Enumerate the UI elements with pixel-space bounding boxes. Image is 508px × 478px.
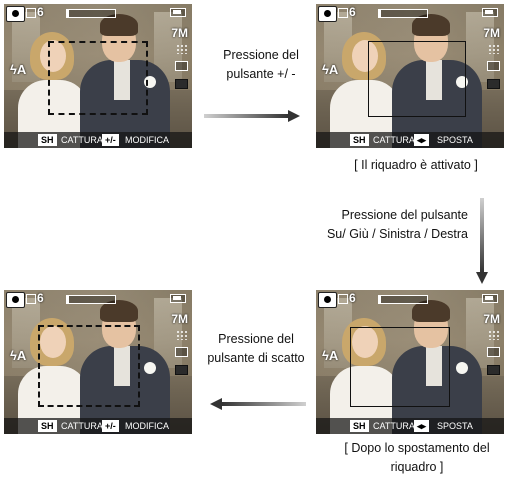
step1-caption-line1: Pressione del [223, 48, 299, 62]
battery-icon [482, 294, 498, 303]
shot-count: 6 [37, 5, 44, 19]
bottom-help-bar: SH CATTURA +/- MODIFICA [4, 418, 192, 434]
bride-face [40, 40, 66, 72]
status-active-caption: [ Il riquadro è attivato ] [354, 158, 478, 172]
resolution-indicator: 7M [483, 26, 500, 40]
shot-count-icon [26, 294, 36, 304]
capture-label: CATTURA [61, 421, 103, 431]
arrow-down-icon [476, 198, 488, 284]
bottom-help-bar: SH CATTURA +/- MODIFICA [4, 132, 192, 148]
metering-icon [487, 347, 500, 357]
status-moved-caption-line1: [ Dopo lo spostamento del [344, 441, 490, 455]
camera-mode-icon [318, 6, 337, 22]
groom-hair [100, 14, 138, 36]
shot-count: 6 [349, 291, 356, 305]
shot-count: 6 [349, 5, 356, 19]
groom-shirt [426, 346, 442, 386]
flash-auto-icon: ϟA [10, 62, 27, 77]
quality-icon [488, 44, 500, 54]
white-balance-icon [487, 365, 500, 375]
bride-face [352, 326, 378, 358]
camera-screen-initial: 6 7M ϟA SH CATTURA +/- MODIFICA [4, 4, 192, 148]
direction-key-label: ◂▸ [414, 420, 430, 432]
groom-shirt [426, 60, 442, 100]
quality-icon [176, 330, 188, 340]
bottom-help-bar: SH CATTURA ◂▸ SPOSTA [316, 418, 504, 434]
white-balance-icon [175, 79, 188, 89]
step1-caption: Pressione del pulsante +/ - [206, 46, 316, 84]
shot-count-icon [26, 8, 36, 18]
capture-label: CATTURA [373, 135, 415, 145]
metering-icon [487, 61, 500, 71]
step2-caption: Pressione del pulsante Su/ Giù / Sinistr… [300, 206, 468, 244]
status-moved-caption-line2: riquadro ] [390, 460, 444, 474]
groom-hair [100, 300, 138, 322]
edit-label: MODIFICA [125, 135, 169, 145]
capture-label: CATTURA [373, 421, 415, 431]
bride-face [40, 326, 66, 358]
move-label: SPOSTA [437, 421, 473, 431]
zoom-bar [378, 295, 428, 304]
shot-count-icon [338, 294, 348, 304]
move-label: SPOSTA [437, 135, 473, 145]
camera-mode-icon [6, 292, 25, 308]
metering-icon [175, 61, 188, 71]
quality-icon [488, 330, 500, 340]
camera-screen-frame-set: 6 7M ϟA SH CATTURA +/- MODIFICA [4, 290, 192, 434]
step2-caption-line1: Pressione del pulsante [341, 208, 468, 222]
battery-icon [170, 294, 186, 303]
focus-frame [38, 325, 140, 407]
boutonniere [144, 362, 156, 374]
shutter-key-label: SH [350, 420, 369, 432]
camera-mode-icon [318, 292, 337, 308]
shutter-key-label: SH [350, 134, 369, 146]
zoom-bar [66, 9, 116, 18]
step3-caption-line1: Pressione del [218, 332, 294, 346]
quality-icon [176, 44, 188, 54]
camera-mode-icon [6, 6, 25, 22]
arrow-right-icon [204, 110, 300, 122]
focus-frame [368, 41, 466, 117]
plus-minus-key-label: +/- [102, 134, 119, 146]
step1-caption-line2: pulsante +/ - [226, 67, 296, 81]
groom-shirt [114, 346, 130, 386]
plus-minus-key-label: +/- [102, 420, 119, 432]
step3-caption: Pressione del pulsante di scatto [196, 330, 316, 368]
groom-hair [412, 14, 450, 36]
bottom-help-bar: SH CATTURA ◂▸ SPOSTA [316, 132, 504, 148]
white-balance-icon [175, 365, 188, 375]
shot-count: 6 [37, 291, 44, 305]
battery-icon [170, 8, 186, 17]
focus-frame [48, 41, 148, 115]
shutter-key-label: SH [38, 134, 57, 146]
groom-shirt [114, 60, 130, 100]
status-moved-caption: [ Dopo lo spostamento del riquadro ] [326, 439, 508, 477]
resolution-indicator: 7M [171, 312, 188, 326]
edit-label: MODIFICA [125, 421, 169, 431]
white-balance-icon [487, 79, 500, 89]
flash-auto-icon: ϟA [322, 62, 339, 77]
focus-frame [350, 327, 450, 407]
shutter-key-label: SH [38, 420, 57, 432]
zoom-bar [378, 9, 428, 18]
step2-caption-line2: Su/ Giù / Sinistra / Destra [326, 227, 468, 241]
resolution-indicator: 7M [171, 26, 188, 40]
flash-auto-icon: ϟA [322, 348, 339, 363]
groom-hair [412, 300, 450, 322]
camera-screen-frame-moved: 6 7M ϟA SH CATTURA ◂▸ SPOSTA [316, 290, 504, 434]
flash-auto-icon: ϟA [10, 348, 27, 363]
step3-caption-line2: pulsante di scatto [207, 351, 305, 365]
zoom-bar [66, 295, 116, 304]
resolution-indicator: 7M [483, 312, 500, 326]
shot-count-icon [338, 8, 348, 18]
battery-icon [482, 8, 498, 17]
camera-screen-frame-active: 6 7M ϟA SH CATTURA ◂▸ SPOSTA [316, 4, 504, 148]
arrow-left-icon [210, 398, 306, 410]
metering-icon [175, 347, 188, 357]
boutonniere [456, 362, 468, 374]
bride-face [352, 40, 378, 72]
direction-key-label: ◂▸ [414, 134, 430, 146]
capture-label: CATTURA [61, 135, 103, 145]
